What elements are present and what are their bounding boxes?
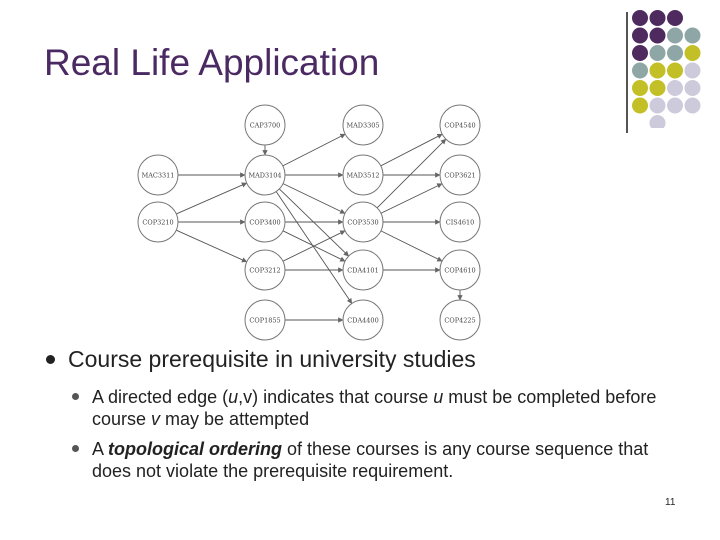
graph-node: CDA4101 — [342, 249, 384, 291]
graph-node-circle — [342, 104, 384, 146]
decorative-dot — [667, 62, 683, 79]
graph-node-label: COP3212 — [249, 266, 280, 274]
graph-node-label: CAP3700 — [250, 121, 281, 129]
decorative-dot-grid — [632, 10, 701, 128]
decorative-dot — [684, 62, 701, 79]
graph-node-label: MAC3311 — [142, 171, 175, 179]
graph-node: CAP3700 — [244, 104, 286, 146]
graph-node-circle — [439, 104, 481, 146]
decorative-dot — [632, 80, 648, 96]
graph-node: COP3621 — [439, 154, 481, 196]
decorative-dot — [667, 97, 683, 114]
graph-edge — [376, 138, 447, 209]
decorative-dot — [649, 45, 666, 61]
bullet-dot — [72, 445, 79, 452]
decorative-dot — [649, 10, 666, 26]
graph-node-label: COP4225 — [444, 316, 475, 324]
graph-node-label: MAD3104 — [248, 171, 281, 179]
graph-node-label: COP3400 — [249, 218, 280, 226]
graph-node-circle — [439, 249, 481, 291]
graph-node-label: MAD3305 — [346, 121, 379, 129]
graph-node-circle — [439, 299, 481, 341]
graph-node-label: COP3621 — [444, 171, 475, 179]
graph-node-circle — [244, 249, 286, 291]
graph-node-circle — [342, 249, 384, 291]
graph-edge — [176, 229, 248, 263]
slide-title: Real Life Application — [44, 42, 380, 83]
graph-edge — [380, 183, 443, 214]
graph-node-label: CDA4101 — [347, 266, 378, 274]
decorative-dot — [667, 10, 683, 26]
graph-node: COP4225 — [439, 299, 481, 341]
bullet-main-text: Course prerequisite in university studie… — [68, 346, 476, 372]
decorative-dot — [667, 27, 683, 44]
graph-edge — [176, 182, 248, 215]
graph-node-label: COP3530 — [347, 218, 378, 226]
graph-node: CIS4610 — [439, 201, 481, 243]
decorative-dot — [649, 27, 666, 44]
bullet-sub-1-text: A directed edge (u,v) indicates that cou… — [92, 387, 657, 429]
graph-node-label: COP4610 — [444, 266, 475, 274]
graph-edge — [380, 230, 443, 262]
graph-node: COP4610 — [439, 249, 481, 291]
decorative-dot — [649, 80, 666, 96]
graph-node-circle — [244, 104, 286, 146]
decorative-dot — [632, 10, 648, 26]
decorative-dot — [649, 115, 666, 128]
bullet-dot — [46, 355, 55, 364]
decorative-dot — [667, 80, 683, 96]
graph-node-circle — [244, 201, 286, 243]
decorative-dot — [632, 97, 648, 114]
graph-node: MAD3512 — [342, 154, 384, 196]
decorative-dot — [649, 97, 666, 114]
bullet-dot — [72, 393, 79, 400]
graph-node-circle — [342, 201, 384, 243]
graph-node-circle — [137, 201, 179, 243]
graph-node-circle — [342, 154, 384, 196]
graph-edge — [282, 230, 346, 262]
graph-node: COP1855 — [244, 299, 286, 341]
graph-node: COP3400 — [244, 201, 286, 243]
graph-node: COP3210 — [137, 201, 179, 243]
graph-node-circle — [342, 299, 384, 341]
decorative-divider — [626, 12, 628, 133]
graph-node: MAC3311 — [137, 154, 179, 196]
graph-edge — [282, 133, 346, 167]
decorative-dot — [684, 45, 701, 61]
graph-node-circle — [244, 154, 286, 196]
graph-node-circle — [244, 299, 286, 341]
graph-node: COP3530 — [342, 201, 384, 243]
page-number: 11 — [665, 497, 676, 508]
graph-edge — [279, 188, 350, 257]
graph-node-label: COP4540 — [444, 121, 475, 129]
decorative-dot — [632, 45, 648, 61]
graph-node-circle — [439, 201, 481, 243]
decorative-dot — [684, 27, 701, 44]
decorative-dot — [649, 62, 666, 79]
decorative-dot — [632, 27, 648, 44]
graph-node: COP3212 — [244, 249, 286, 291]
graph-node: CDA4400 — [342, 299, 384, 341]
decorative-dot — [684, 97, 701, 114]
bullet-sub-2-text: A topological ordering of these courses … — [92, 439, 649, 481]
graph-edge — [282, 183, 346, 214]
graph-node-label: MAD3512 — [346, 171, 379, 179]
graph-node-circle — [439, 154, 481, 196]
graph-node-label: CIS4610 — [446, 218, 475, 226]
graph-node: MAD3104 — [244, 154, 286, 196]
graph-edges — [176, 133, 463, 323]
decorative-dot — [684, 80, 701, 96]
graph-node-label: CDA4400 — [347, 316, 378, 324]
graph-node-circle — [137, 154, 179, 196]
graph-edge — [380, 133, 443, 167]
decorative-dot — [667, 45, 683, 61]
graph-node: COP4540 — [439, 104, 481, 146]
graph-node-label: COP3210 — [142, 218, 173, 226]
graph-edge — [275, 191, 353, 304]
graph-node-label: COP1855 — [249, 316, 280, 324]
decorative-dot — [632, 62, 648, 79]
graph-node: MAD3305 — [342, 104, 384, 146]
